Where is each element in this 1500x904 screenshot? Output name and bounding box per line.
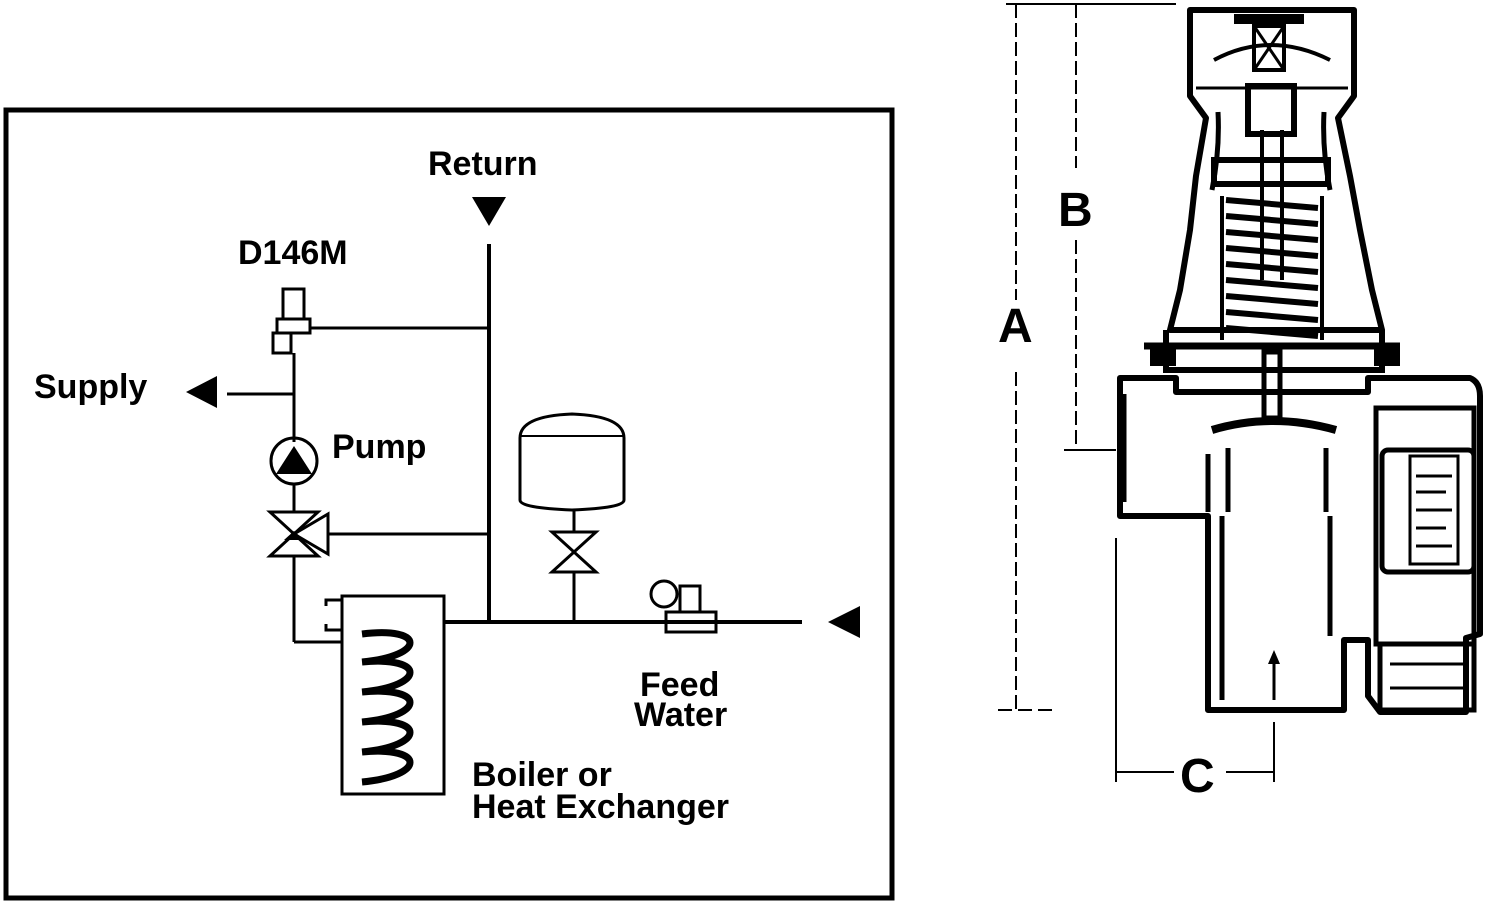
spring-icon xyxy=(1225,197,1319,339)
feed-water-label-line2: Water xyxy=(634,696,727,734)
supply-outlet: Supply xyxy=(34,368,294,408)
supply-label: Supply xyxy=(34,368,147,406)
dimension-a: A xyxy=(998,3,1176,711)
pressure-gauge-window xyxy=(1379,447,1477,575)
feed-water-line: Feed Water xyxy=(444,579,860,734)
dimension-a-label: A xyxy=(998,300,1033,353)
d146m-valve: D146M xyxy=(238,234,489,442)
return-arrow-icon xyxy=(472,197,506,226)
boiler-label-line2: Heat Exchanger xyxy=(472,788,729,826)
dimension-c-label: C xyxy=(1180,750,1215,803)
dimension-c: C xyxy=(1115,538,1275,803)
valve-dimension-drawing: A B C xyxy=(998,3,1483,803)
feed-water-arrow-icon xyxy=(828,606,860,638)
piping-schematic: Return D146M Supply Pump xyxy=(3,107,895,901)
return-label: Return xyxy=(428,145,538,183)
pump: Pump xyxy=(269,428,426,512)
feed-water-label-line1: Feed xyxy=(640,666,719,704)
mixing-valve xyxy=(266,510,489,644)
dimension-b-label: B xyxy=(1058,184,1093,237)
heating-coil-icon xyxy=(361,629,414,786)
dimension-b: B xyxy=(1058,4,1116,451)
return-line: Return xyxy=(428,145,538,622)
boiler-label-line1: Boiler or xyxy=(472,756,612,794)
valve-body xyxy=(1117,7,1483,715)
schematic-frame xyxy=(3,107,895,901)
boiler: Boiler or Heat Exchanger xyxy=(324,594,729,826)
flow-arrow-icon xyxy=(1268,650,1280,664)
supply-arrow-icon xyxy=(186,376,217,408)
valve-model-label: D146M xyxy=(238,234,348,272)
expansion-tank xyxy=(518,412,626,622)
pump-label: Pump xyxy=(332,428,426,466)
